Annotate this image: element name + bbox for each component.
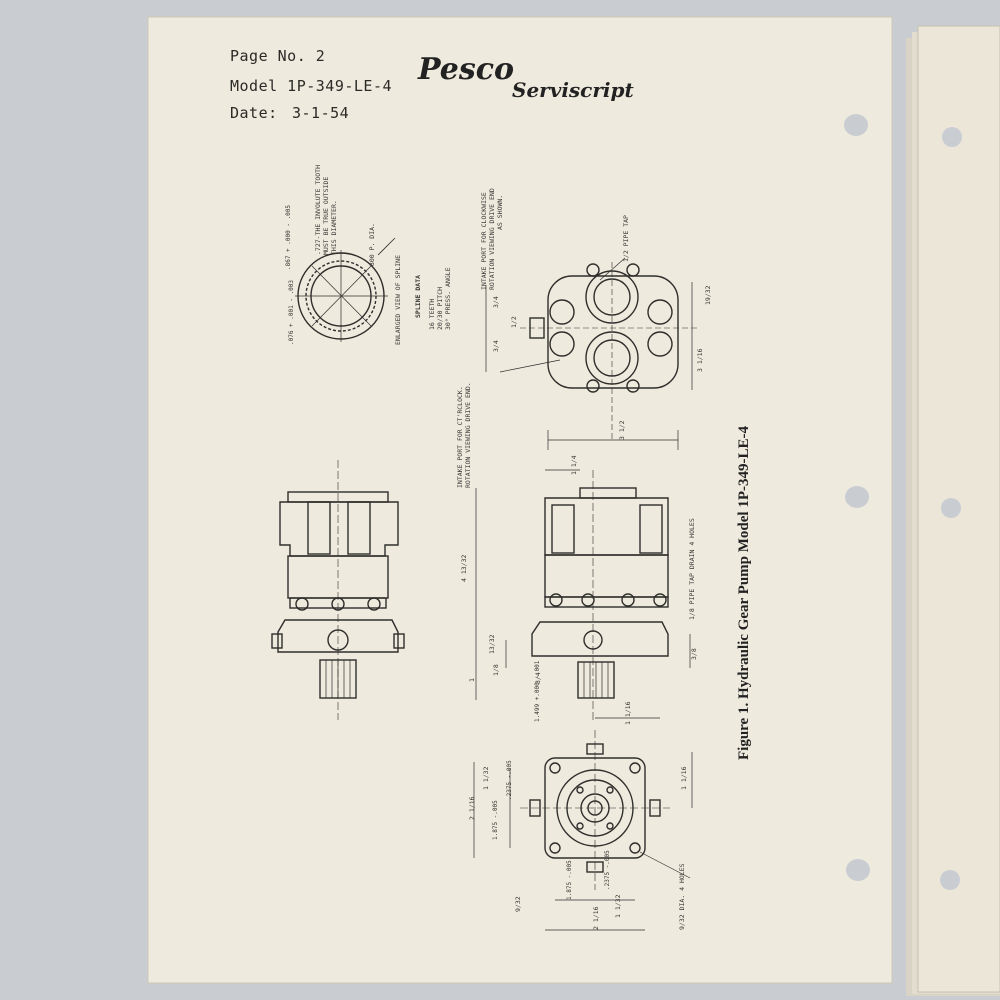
dim-3-1-2: 3 1/2 xyxy=(618,420,626,440)
drain-note: 1/8 PIPE TAP DRAIN 4 HOLES xyxy=(688,518,696,620)
spline-angle: 30° PRESS. ANGLE xyxy=(444,267,452,330)
spline-view xyxy=(295,237,396,342)
intake-cw-1: INTAKE PORT FOR CLOCKWISE xyxy=(480,192,488,290)
dim-9-32: 9/32 xyxy=(514,896,522,912)
intake-cw-3: AS SHOWN. xyxy=(496,194,504,230)
intake-ccw-2: ROTATION VIEWING DRIVE END. xyxy=(464,382,472,488)
dim-1: 1 xyxy=(468,678,476,682)
figure-caption: Figure 1. Hydraulic Gear Pump Model 1P-3… xyxy=(736,425,752,760)
dim-3-4-b: 3/4 xyxy=(492,340,500,352)
dim-1-1-16-b: 1 1/16 xyxy=(680,766,688,790)
dim-1875-a: 1.875 -.005 xyxy=(492,800,499,840)
dim-867: .867 + .000 - .005 xyxy=(285,204,292,270)
dim-076: .076 + .001 - .003 xyxy=(288,279,295,345)
dim-3-4-a: 3/4 xyxy=(492,296,500,308)
involute-note-1: .727-THE INVOLUTE TOOTH xyxy=(314,164,322,255)
side-view-right xyxy=(475,469,691,720)
dim-1-8: 1/8 xyxy=(492,664,500,676)
intake-cw-2: ROTATION VIEWING DRIVE END xyxy=(488,188,496,290)
model-number: Model 1P-349-LE-4 xyxy=(230,77,393,95)
dim-2375-a: .2375 -.005 xyxy=(506,760,513,800)
dim-3-8: 3/8 xyxy=(690,648,698,660)
page-stack xyxy=(906,25,1000,996)
dim-4-13-32: 4 13/32 xyxy=(460,554,468,582)
dim-1-1-4: 1 1/4 xyxy=(570,455,578,475)
involute-note-2: MUST BE TRUE OUTSIDE xyxy=(322,176,330,255)
dim-1-1-16-a: 1 1/16 xyxy=(624,701,632,725)
dim-1-1-32-b: 1 1/32 xyxy=(614,894,622,918)
end-view-drawing xyxy=(485,257,700,450)
spline-pitch: 20/30 PITCH xyxy=(436,286,444,330)
pipe-tap-half: 1/2 PIPE TAP xyxy=(622,215,630,262)
spline-teeth: 16 TEETH xyxy=(428,298,436,330)
holes-note: 9/32 DIA. 4 HOLES xyxy=(678,863,686,930)
dim-1-1-32: 1 1/32 xyxy=(482,766,490,790)
involute-note-3: THIS DIAMETER. xyxy=(330,200,338,255)
dim-2375-b: .2375 -.005 xyxy=(604,850,611,890)
dim-1875-b: 1.875 -.005 xyxy=(566,860,573,900)
dim-13-32: 13/32 xyxy=(488,634,496,654)
page-number: Page No. 2 xyxy=(230,47,326,65)
side-view-left xyxy=(271,460,405,720)
dim-19-32: 19/32 xyxy=(704,285,712,305)
intake-ccw-1: INTAKE PORT FOR CT'RCLOCK. xyxy=(456,386,464,488)
mounting-flange-view xyxy=(473,717,693,931)
dim-1-499: 1.499 +.000 -.001 xyxy=(534,660,541,722)
date-label: Date: xyxy=(230,104,278,122)
enlarged-view-label: ENLARGED VIEW OF SPLINE xyxy=(394,254,402,345)
dim-1-2: 1/2 xyxy=(510,316,518,328)
dim-2-1-16: 2 1/16 xyxy=(468,796,476,820)
binder-holes xyxy=(844,114,870,881)
dim-800: .800 P. DIA. xyxy=(368,223,376,270)
pesco-logo: Pesco xyxy=(418,52,515,87)
dim-2-1-16-b: 2 1/16 xyxy=(592,906,600,930)
serviscript-title: Serviscript xyxy=(512,78,634,102)
date-value: 3-1-54 xyxy=(292,104,350,122)
dim-3-1-16: 3 1/16 xyxy=(696,348,704,372)
spline-data-title: SPLINE DATA xyxy=(414,274,422,318)
